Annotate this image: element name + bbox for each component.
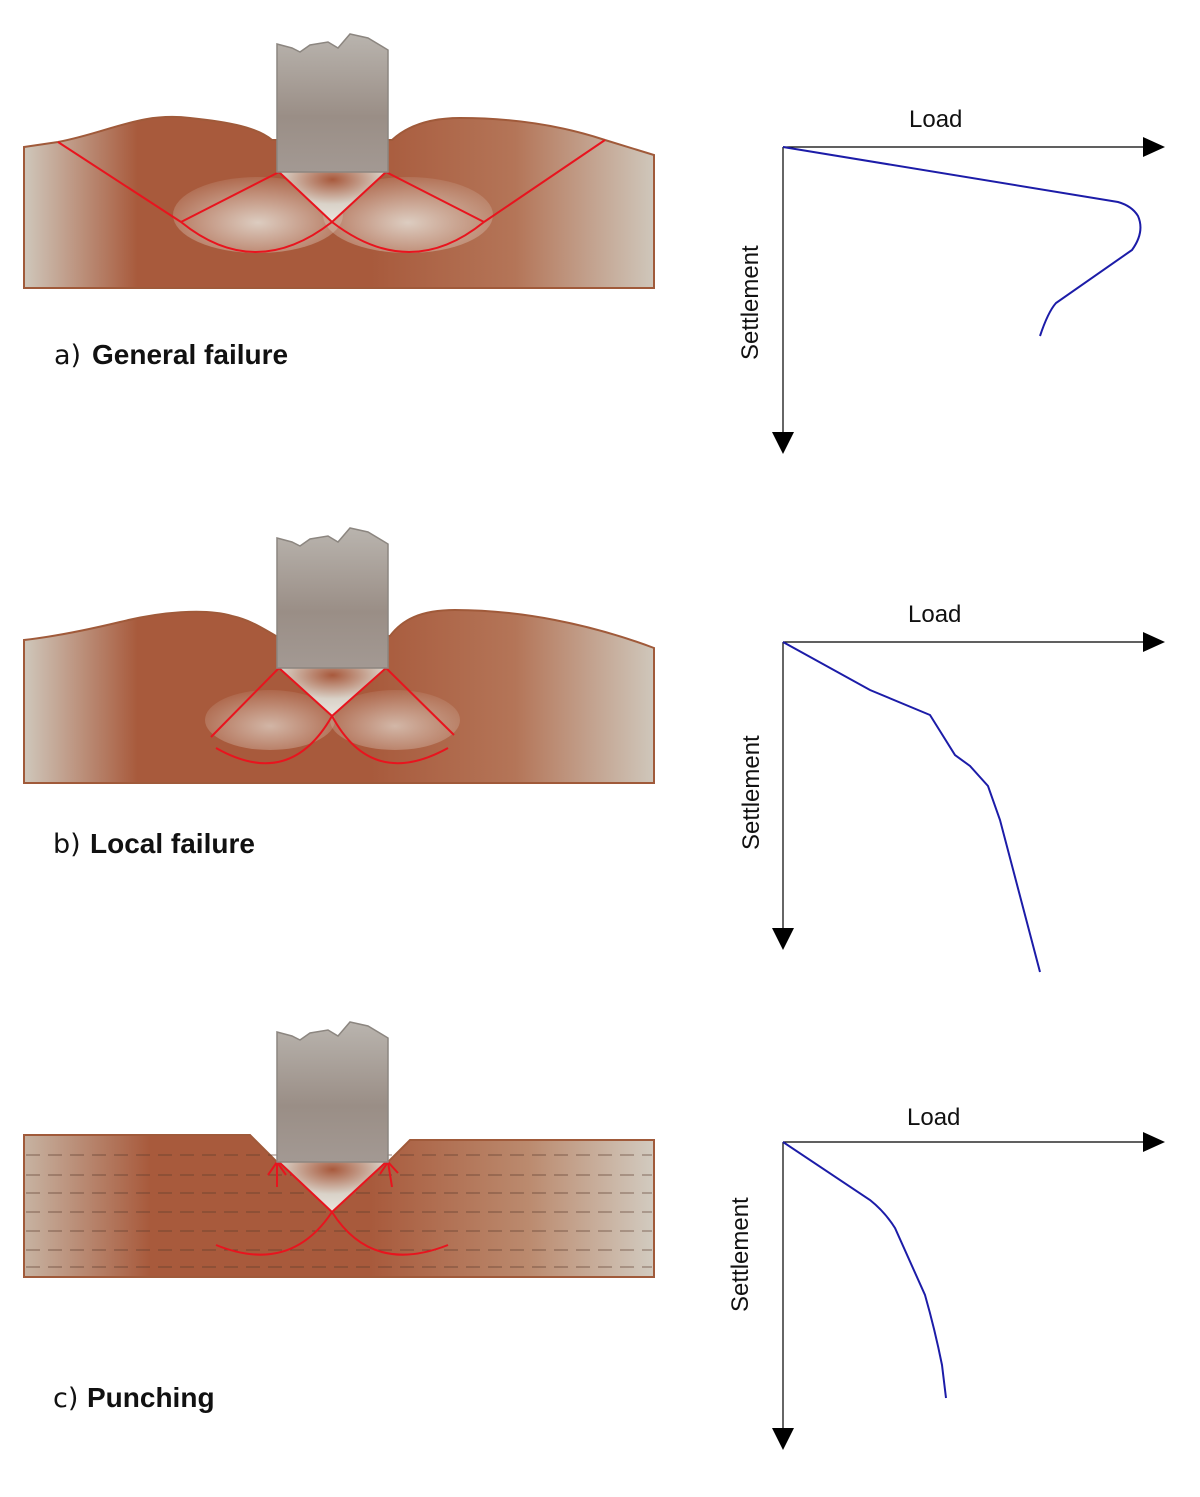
failure-line-outer-right (483, 139, 606, 223)
panel-b-soil-diagram (23, 527, 655, 784)
load-axis-label: Load (907, 1104, 960, 1131)
panel-a-title: General failure (92, 339, 288, 370)
failure-lines (210, 667, 455, 765)
load-settlement-curve (782, 146, 1142, 337)
slip-arc-right (331, 715, 449, 765)
slip-zone-left-glow (173, 177, 343, 253)
elastic-wedge (279, 1162, 386, 1212)
wedge-line-right (331, 171, 387, 223)
panel-a-caption: a) General failure (54, 339, 288, 371)
load-axis-arrow (1143, 632, 1165, 652)
wedge-line-left (278, 1161, 333, 1213)
failure-lines (57, 139, 606, 253)
slip-zone-right-glow (323, 177, 493, 253)
slip-zone-right-glow (330, 690, 460, 750)
panel-c-load-settlement-chart: Load Settlement (727, 1104, 1165, 1450)
foundation-footing (276, 527, 389, 669)
panel-b-prefix: b) (53, 829, 81, 860)
settlement-axis-label: Settlement (727, 1197, 754, 1312)
failure-line-outer-left (57, 141, 182, 223)
wedge-line-right (331, 667, 387, 717)
panel-c-prefix: c) (53, 1383, 78, 1414)
shear-arc-right (331, 1211, 449, 1256)
log-spiral-left (180, 221, 333, 253)
settlement-axis-label: Settlement (738, 735, 765, 850)
elastic-wedge (279, 668, 386, 716)
log-spiral-right (331, 221, 485, 253)
load-settlement-curve (782, 641, 1041, 973)
panel-c-title: Punching (87, 1382, 215, 1413)
failure-line-inner-right (385, 171, 485, 223)
panel-a-soil-diagram (23, 33, 655, 289)
load-settlement-curve (782, 1141, 947, 1399)
foundation-footing (276, 1021, 389, 1163)
panel-c-soil-diagram (23, 1021, 655, 1278)
failure-line-left (210, 667, 280, 738)
load-axis-arrow (1143, 1132, 1165, 1152)
wedge-line-left (278, 667, 333, 717)
shear-arc-left (215, 1211, 333, 1256)
settlement-axis-arrow (772, 1428, 794, 1450)
panel-b-caption: b) Local failure (53, 828, 255, 860)
load-axis-arrow (1143, 137, 1165, 157)
foundation-footing (276, 33, 389, 173)
panel-c-caption: c) Punching (53, 1382, 215, 1414)
slip-zone-left-glow (205, 690, 335, 750)
failure-line-inner-left (180, 171, 280, 223)
settlement-axis-arrow (772, 432, 794, 454)
wedge-line-right (331, 1161, 387, 1213)
settlement-axis-label: Settlement (737, 245, 764, 360)
settlement-axis-arrow (772, 928, 794, 950)
panel-a-load-settlement-chart: Load Settlement (737, 106, 1165, 454)
elastic-wedge (279, 172, 386, 222)
slip-arc-left (215, 715, 333, 765)
failure-line-right (385, 667, 455, 736)
load-axis-label: Load (909, 106, 962, 133)
panel-b-load-settlement-chart: Load Settlement (738, 601, 1165, 973)
panel-b-title: Local failure (90, 828, 255, 859)
load-axis-label: Load (908, 601, 961, 628)
panel-a-prefix: a) (54, 340, 81, 371)
failure-lines (215, 1160, 449, 1256)
wedge-line-left (278, 171, 333, 223)
